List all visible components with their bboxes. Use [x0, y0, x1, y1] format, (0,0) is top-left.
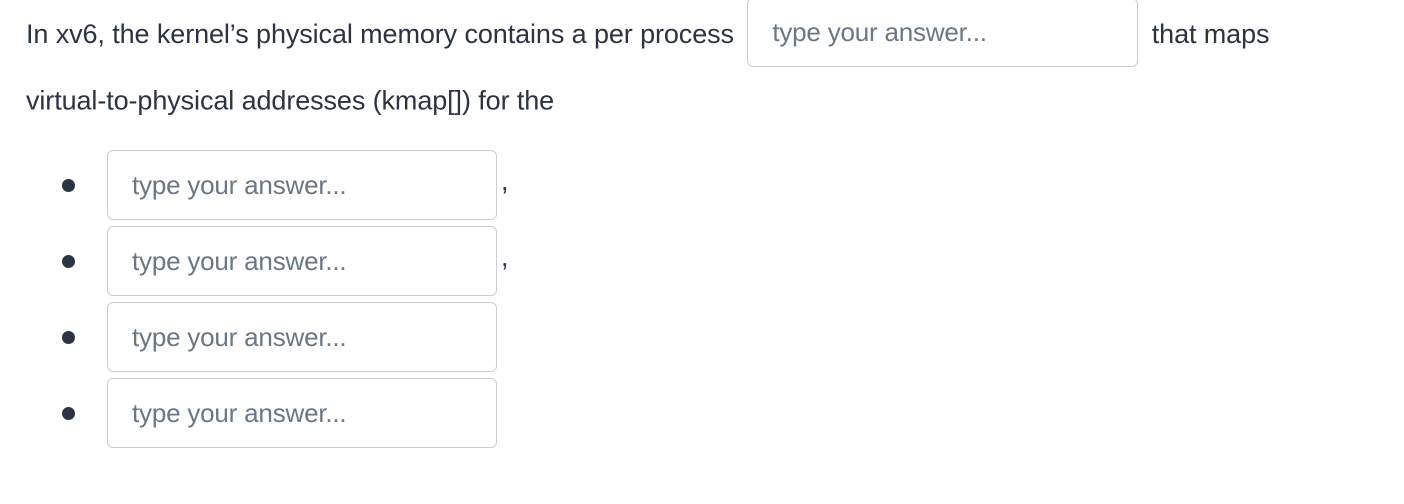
prompt-text-segment-3: virtual-to-physical addresses (kmap[]) f… — [26, 85, 555, 116]
list-item — [62, 378, 515, 448]
prompt-text-segment-1: In xv6, the kernel’s physical memory con… — [26, 19, 734, 49]
bullet-icon — [62, 254, 75, 268]
list-item — [62, 302, 515, 372]
list-separator-2: , — [501, 241, 509, 272]
answer-input-4[interactable] — [107, 378, 497, 448]
bullet-icon — [62, 330, 75, 344]
bullet-icon — [62, 406, 75, 420]
list-item: , — [62, 226, 515, 296]
answer-input-2[interactable] — [107, 226, 497, 296]
answer-list: , , — [62, 150, 515, 454]
prompt-line-1: In xv6, the kernel’s physical memory con… — [26, 0, 1404, 69]
prompt-line-2: virtual-to-physical addresses (kmap[]) f… — [26, 69, 1404, 131]
question-prompt: In xv6, the kernel’s physical memory con… — [26, 0, 1404, 131]
answer-input-3[interactable] — [107, 302, 497, 372]
answer-input-1[interactable] — [107, 150, 497, 220]
answer-input-inline[interactable] — [747, 0, 1139, 67]
list-item: , — [62, 150, 515, 220]
prompt-text-segment-2: that maps — [1151, 19, 1270, 49]
list-separator-1: , — [501, 165, 509, 196]
bullet-icon — [62, 178, 75, 192]
